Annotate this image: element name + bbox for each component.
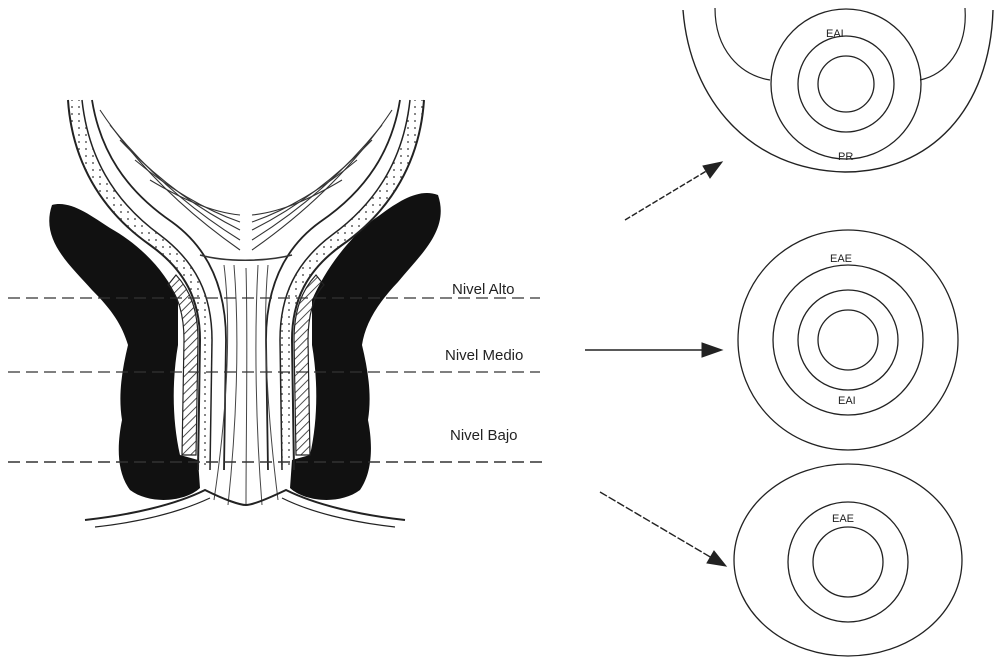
label-high-pr: PR [838,151,853,163]
arrow-high [625,170,708,220]
label-low-eae: EAE [832,513,854,525]
label-mid-eae: EAE [830,253,852,265]
arrow-low [600,492,712,558]
anal-canal-section [49,100,440,527]
label-level-mid: Nivel Medio [445,347,523,364]
external-sphincter-right [290,193,441,500]
label-level-low: Nivel Bajo [450,427,518,444]
cross-section-low [734,464,962,656]
external-sphincter-left [49,204,200,500]
eae-ring-low [734,464,962,656]
label-high-eai: EAI [826,28,844,40]
arrows [585,162,726,566]
levator-arc [715,8,770,80]
eai-ring-high [771,9,921,159]
label-level-high: Nivel Alto [452,281,515,298]
label-mid-eai: EAI [838,395,856,407]
